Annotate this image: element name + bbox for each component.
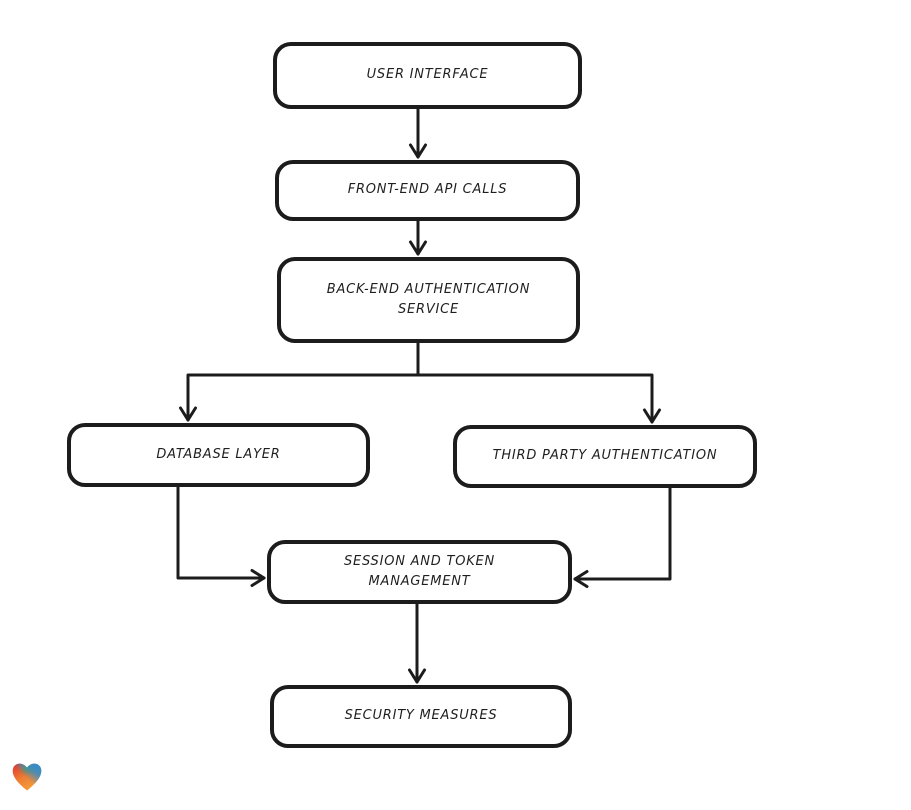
node-user-interface[interactable]: USER INTERFACE bbox=[273, 42, 582, 109]
node-back-end-authentication-service[interactable]: BACK-END AUTHENTICATION SERVICE bbox=[277, 257, 580, 343]
node-label: FRONT-END API CALLS bbox=[347, 182, 508, 198]
node-label: BACK-END AUTHENTICATION SERVICE bbox=[326, 281, 531, 317]
node-third-party-authentication[interactable]: THIRD PARTY AUTHENTICATION bbox=[453, 425, 757, 488]
edge-backend-to-thirdparty bbox=[416, 373, 661, 424]
node-label: USER INTERFACE bbox=[366, 67, 489, 83]
node-label: SESSION AND TOKEN MANAGEMENT bbox=[343, 553, 496, 589]
edge-backend-to-database bbox=[179, 341, 420, 422]
heart-shape-blue-tint bbox=[12, 763, 42, 791]
node-label: THIRD PARTY AUTHENTICATION bbox=[492, 448, 718, 464]
node-database-layer[interactable]: DATABASE LAYER bbox=[67, 423, 370, 487]
node-label: SECURITY MEASURES bbox=[344, 708, 498, 724]
edge-thirdparty-to-session bbox=[573, 486, 672, 588]
node-security-measures[interactable]: SECURITY MEASURES bbox=[270, 685, 572, 748]
edge-database-to-session bbox=[176, 485, 266, 587]
node-label: DATABASE LAYER bbox=[156, 446, 281, 462]
node-session-and-token-management[interactable]: SESSION AND TOKEN MANAGEMENT bbox=[267, 540, 572, 604]
heart-logo[interactable] bbox=[10, 760, 44, 792]
node-front-end-api-calls[interactable]: FRONT-END API CALLS bbox=[275, 160, 580, 221]
